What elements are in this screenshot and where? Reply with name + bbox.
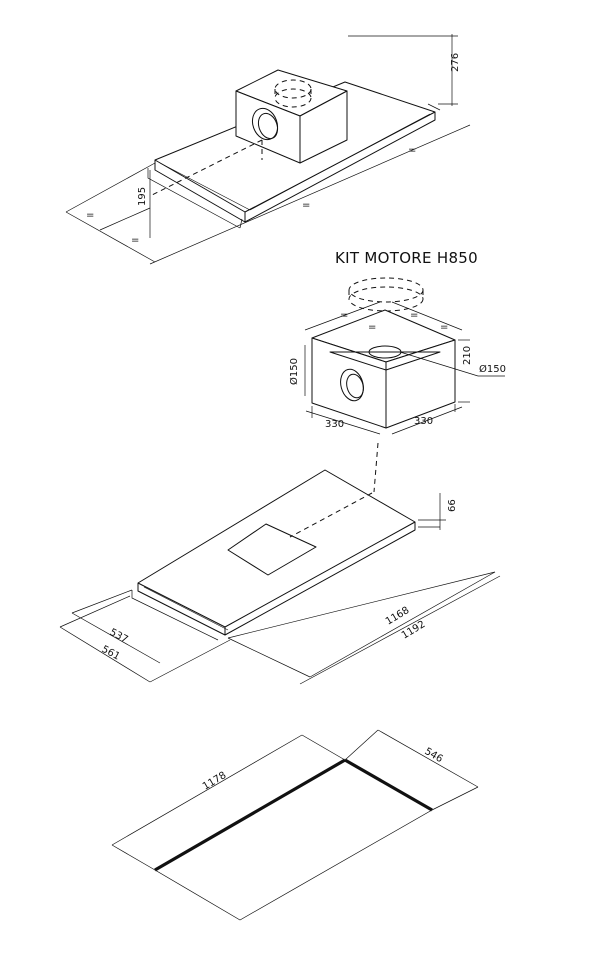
assembled-equal-mark: = — [131, 235, 139, 246]
cutout-view: 1178 546 — [111, 729, 479, 921]
assembled-equal-mark: = — [302, 200, 310, 211]
cutout-depth-label: 546 — [423, 746, 445, 765]
hood-body-outer-depth-label: 561 — [100, 644, 122, 663]
assembled-equal-mark: = — [86, 210, 94, 221]
assembled-motor-side — [299, 90, 348, 164]
motor-duct-side-label: Ø150 — [288, 358, 300, 385]
assembled-view: 276 195 = = = = — [65, 34, 471, 265]
motor-height-label: 210 — [462, 346, 473, 365]
motor-connector-line — [373, 442, 379, 493]
cutout-thick-edge — [154, 758, 346, 872]
assembled-height-label: 276 — [450, 53, 461, 72]
assembled-depth-label: 195 — [137, 187, 148, 206]
assembled-equal-mark: = — [408, 145, 416, 156]
motor-equal-mark: = — [340, 310, 348, 321]
motor-equal-mark: = — [410, 310, 418, 321]
cutout-thick-edge — [344, 758, 433, 812]
kit-title: KIT MOTORE H850 — [335, 249, 478, 267]
hood-body-opening — [227, 523, 317, 576]
motor-box-right-face — [385, 339, 456, 429]
motor-kit-view: = = = = Ø150 210 Ø150 330 330 — [288, 277, 506, 493]
motor-duct-top-label: Ø150 — [479, 363, 506, 375]
hood-body-view: 66 1168 1192 537 561 — [59, 469, 501, 685]
hood-body-inner-depth-label: 537 — [108, 627, 130, 646]
motor-equal-mark: = — [368, 322, 376, 333]
hood-body-height-label: 66 — [447, 499, 458, 512]
cutout-length-label: 1178 — [201, 770, 228, 793]
cutout-outline — [154, 759, 433, 921]
motor-width-right-label: 330 — [414, 416, 433, 427]
motor-equal-mark: = — [440, 322, 448, 333]
motor-width-left-label: 330 — [325, 419, 344, 430]
hood-body-inner-length-label: 1168 — [384, 605, 411, 628]
